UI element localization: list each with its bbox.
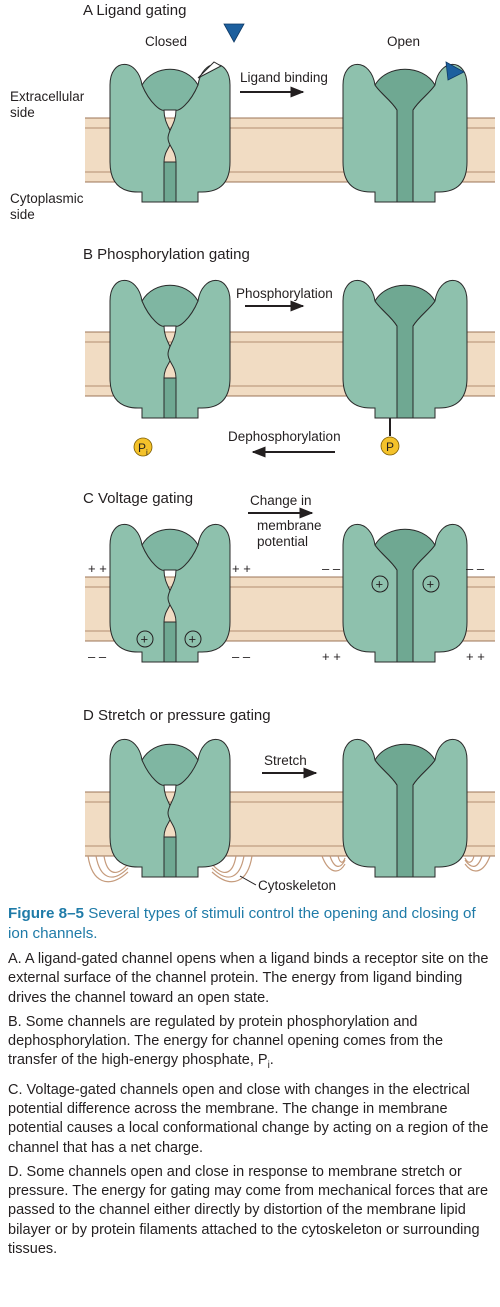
caption-title: Figure 8–5 Several types of stimuli cont… [8, 904, 494, 944]
cytoskeleton-pointer [239, 875, 257, 886]
charge-right-top-inner: – – [466, 561, 485, 576]
figure-caption: Figure 8–5 Several types of stimuli cont… [8, 904, 494, 1264]
channel-open-b [342, 279, 468, 419]
ligand-bound [445, 61, 465, 81]
charge-left-bottom-inner: – – [232, 649, 251, 664]
charge-right-bottom-outer: + + [322, 649, 341, 664]
caption-paragraph-a: A. A ligand-gated channel opens when a l… [8, 951, 489, 1006]
channel-open-c [342, 523, 468, 663]
panel-b: B Phosphorylation gating Phosphorylation… [83, 246, 495, 458]
charge-right-bottom-inner: + + [466, 649, 485, 664]
label-ligand-binding: Ligand binding [240, 70, 328, 85]
caption-paragraph-b: B. Some channels are regulated by protei… [8, 1013, 444, 1072]
label-dephosphorylation: Dephosphorylation [228, 429, 341, 444]
channel-closed-b [109, 279, 231, 419]
svg-text:+: + [427, 577, 435, 592]
label-stretch: Stretch [264, 753, 307, 768]
svg-text:i: i [146, 448, 148, 457]
label-cytoskeleton: Cytoskeleton [258, 878, 336, 893]
svg-text:P: P [138, 441, 146, 455]
panel-c-title: C Voltage gating [83, 490, 193, 507]
free-phosphate: P i [133, 437, 153, 457]
panel-a-title: A Ligand gating [83, 2, 186, 19]
ligand-binding-notch [197, 61, 223, 79]
charge-left-bottom-outer: – – [88, 649, 107, 664]
label-open: Open [387, 34, 420, 49]
panel-d-title: D Stretch or pressure gating [83, 707, 271, 724]
panel-c: C Voltage gating Change in membrane pote… [83, 490, 495, 664]
channel-closed-c [109, 523, 231, 663]
label-cytoplasmic: Cytoplasmic side [10, 191, 87, 222]
gating-charge-closed-right: + [184, 630, 202, 648]
gating-charge-open-left: + [371, 575, 389, 593]
svg-text:+: + [376, 577, 384, 592]
bound-phosphate: P [380, 436, 400, 456]
charge-left-top-outer: + + [88, 561, 107, 576]
ion-channel-diagram: A Ligand gating Closed Open Extracellula… [10, 2, 495, 893]
gating-charge-open-right: + [422, 575, 440, 593]
figure-label: Figure 8–5 [8, 905, 84, 922]
caption-paragraph-d: D. Some channels open and close in respo… [8, 1163, 489, 1258]
channel-closed-a [109, 63, 231, 203]
panel-b-title: B Phosphorylation gating [83, 246, 250, 263]
label-extracellular: Extracellular side [10, 89, 88, 120]
caption-headline: Several types of stimuli control the ope… [8, 905, 476, 942]
label-phosphorylation: Phosphorylation [236, 286, 333, 301]
label-change-in-potential: Change in membrane potential [250, 493, 325, 549]
svg-text:+: + [141, 632, 149, 647]
caption-paragraph-c: C. Voltage-gated channels open and close… [8, 1081, 489, 1156]
charge-left-top-inner: + + [232, 561, 251, 576]
charge-right-top-outer: – – [322, 561, 341, 576]
channel-open-a [342, 63, 468, 203]
channel-open-d [342, 738, 468, 878]
channel-closed-d [109, 738, 231, 878]
panel-d: D Stretch or pressure gating Stretch [83, 707, 495, 893]
ligand-free [223, 23, 245, 43]
gating-charge-closed-left: + [136, 630, 154, 648]
panel-a: A Ligand gating Closed Open Extracellula… [10, 2, 495, 222]
label-closed: Closed [145, 34, 187, 49]
svg-text:+: + [189, 632, 197, 647]
svg-text:P: P [386, 440, 394, 454]
cytoskeleton-filaments [87, 855, 491, 883]
